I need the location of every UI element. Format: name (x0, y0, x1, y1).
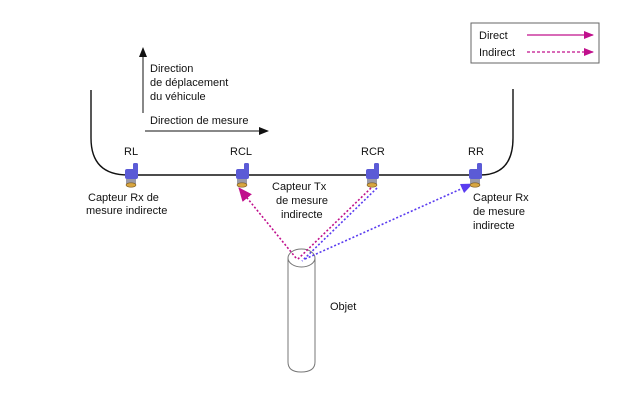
measure-direction-label: Direction de mesure (150, 115, 248, 127)
legend-indirect-label: Indirect (479, 47, 515, 59)
path-rcr-to-objet-blue (301, 187, 378, 262)
sensor-label-rl: RL (124, 146, 138, 158)
object-cylinder (287, 248, 316, 373)
tx-caption-line-2: de mesure (276, 195, 328, 207)
sensor-label-rr: RR (468, 146, 484, 158)
legend: Direct Indirect (470, 22, 600, 64)
sensor-icon-rcr (366, 163, 379, 188)
sensors (125, 163, 482, 188)
tx-caption-line-1: Capteur Tx (272, 181, 327, 193)
path-objet-to-rr (304, 183, 473, 260)
travel-direction-line-1: Direction (150, 63, 193, 75)
legend-box (470, 22, 600, 64)
rr-caption-line-3: indirecte (473, 220, 515, 232)
object-label: Objet (330, 301, 356, 313)
rr-caption-line-1: Capteur Rx (473, 192, 529, 204)
path-rcr-to-objet-magenta (297, 187, 372, 260)
sensor-icon-rr (469, 163, 482, 188)
rl-caption-line-1: Capteur Rx de (88, 192, 159, 204)
rr-caption-line-2: de mesure (473, 206, 525, 218)
sensor-icon-rl (125, 163, 138, 188)
legend-direct-label: Direct (479, 30, 508, 42)
sensor-label-rcr: RCR (361, 146, 385, 158)
travel-direction-line-3: du véhicule (150, 91, 206, 103)
sensor-icon-rcl (236, 163, 249, 188)
path-objet-to-rcl (238, 187, 297, 259)
sensor-label-rcl: RCL (230, 146, 252, 158)
tx-caption-line-3: indirecte (281, 209, 323, 221)
travel-direction-line-2: de déplacement (150, 77, 228, 89)
rl-caption-line-2: mesure indirecte (86, 205, 167, 217)
